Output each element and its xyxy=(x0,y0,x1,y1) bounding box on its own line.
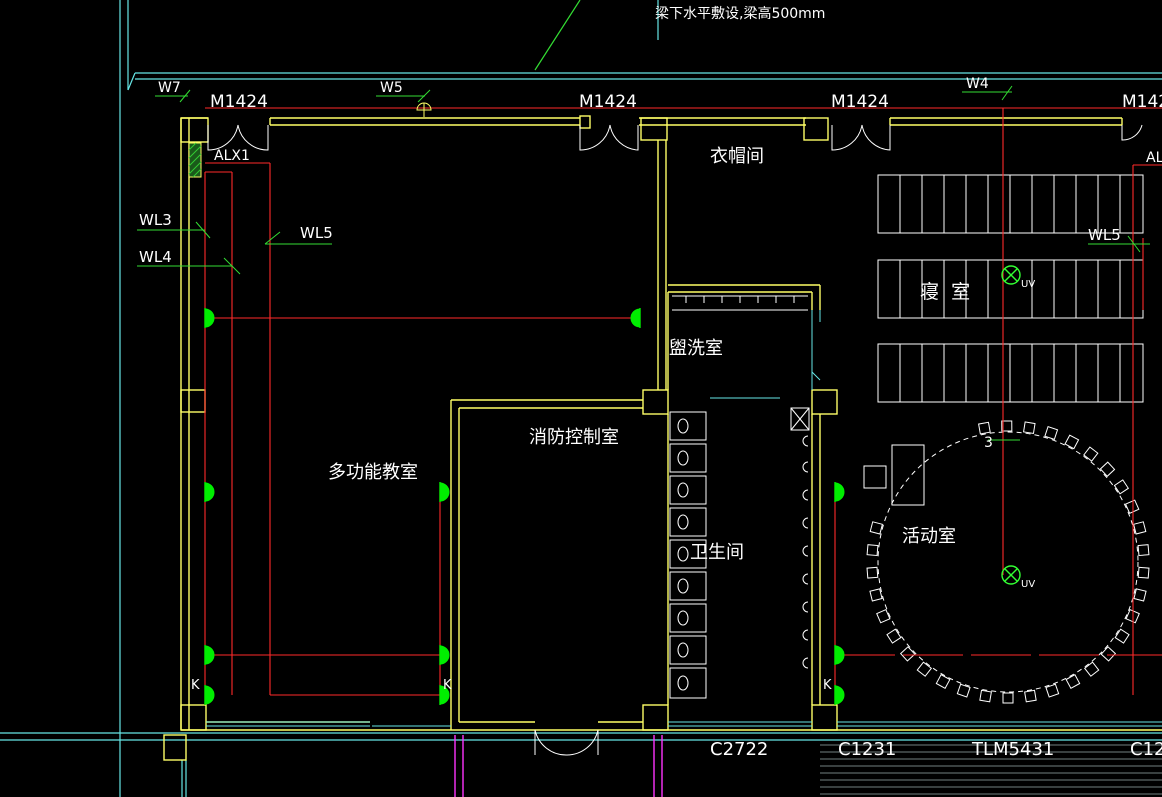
wall-lamp-icon xyxy=(204,482,215,502)
stool-icon xyxy=(1137,544,1150,557)
room-activity: 活动室 xyxy=(902,526,956,547)
stool-icon xyxy=(1114,628,1130,644)
circuit-count-3: 3 xyxy=(984,435,993,451)
stool-icon xyxy=(1125,608,1140,624)
circuit-wl5-right: WL5 xyxy=(1088,226,1121,244)
wall-lamp-icon xyxy=(439,685,450,705)
panel-alx1-label: ALX1 xyxy=(214,148,250,164)
magenta-outline xyxy=(454,735,663,797)
stool-icon xyxy=(1001,420,1013,432)
panel-hatch xyxy=(188,142,202,178)
circuit-w7: W7 xyxy=(158,80,181,96)
junction-w5 xyxy=(416,102,432,117)
stool-icon xyxy=(866,566,879,579)
stool-icon xyxy=(869,521,884,535)
room-washroom: 盥洗室 xyxy=(669,338,723,359)
stool-icon xyxy=(1133,588,1147,602)
door-label-3: M1424 xyxy=(831,92,889,112)
stool-icon xyxy=(886,628,902,644)
wall-lamp-icon xyxy=(439,482,450,502)
circuit-w5: W5 xyxy=(380,80,403,96)
wall-lamp-icon xyxy=(204,645,215,665)
stool-icon xyxy=(1023,421,1036,434)
stool-icon xyxy=(1044,426,1059,440)
stool-icon xyxy=(1045,683,1060,698)
stool-icon xyxy=(916,661,933,677)
stool-icon xyxy=(1064,434,1080,450)
activity-furniture xyxy=(863,444,925,506)
stool-icon xyxy=(876,608,891,624)
uv-label-2: UV xyxy=(1021,579,1035,590)
stool-icon xyxy=(1132,521,1147,535)
stool-icon xyxy=(869,588,883,602)
stool-icon xyxy=(1100,646,1117,662)
windows-glazing xyxy=(206,310,1162,727)
wall-lamp-icon xyxy=(204,685,215,705)
wall-lamp-icon xyxy=(439,645,450,665)
stool-icon xyxy=(935,674,951,689)
room-toilet: 卫生间 xyxy=(690,542,744,563)
wall-lamp-icon xyxy=(630,308,641,328)
stool-icon xyxy=(1065,674,1081,689)
note-leader xyxy=(534,0,581,71)
activity-stools xyxy=(866,420,1150,704)
switch-k-1: K xyxy=(191,678,200,693)
stool-icon xyxy=(1137,566,1150,579)
room-multifunction: 多功能教室 xyxy=(328,462,418,483)
stool-icon xyxy=(1099,461,1116,477)
stool-icon xyxy=(1124,499,1140,514)
switch-k-3: K xyxy=(823,678,832,693)
stool-icon xyxy=(1083,446,1099,462)
circuit-wl3: WL3 xyxy=(139,211,172,229)
wall-lamp-icon xyxy=(834,645,845,665)
stool-icon xyxy=(1113,479,1130,495)
activity-circle xyxy=(877,431,1139,693)
door-label-4: M142 xyxy=(1122,92,1162,112)
wiring xyxy=(204,107,1162,705)
window-c12: C12 xyxy=(1130,739,1162,760)
door-swings xyxy=(207,124,1143,756)
door-label-2: M1424 xyxy=(579,92,637,112)
window-c1231: C1231 xyxy=(838,739,896,760)
room-fire-control: 消防控制室 xyxy=(529,427,619,448)
stool-icon xyxy=(1002,692,1014,704)
uv-lamps xyxy=(1001,265,1021,585)
circuit-leaders xyxy=(137,85,1150,441)
wash-basins xyxy=(672,295,808,311)
wall-lamp-icon xyxy=(834,482,845,502)
window-tlm5431: TLM5431 xyxy=(971,739,1054,760)
door-label-1: M1424 xyxy=(210,92,268,112)
wall-fixtures xyxy=(204,308,845,705)
wall-lamp-icon xyxy=(204,308,215,328)
stool-icon xyxy=(1024,689,1037,703)
room-dormitory: 寝 室 xyxy=(920,281,970,303)
wall-lamp-icon xyxy=(834,685,845,705)
floor-hatch xyxy=(820,744,1162,795)
window-c2722: C2722 xyxy=(710,739,768,760)
toilet-stalls xyxy=(669,407,810,699)
switch-k-2: K xyxy=(443,678,452,693)
beds xyxy=(877,174,1144,403)
circuit-w4: W4 xyxy=(966,76,989,92)
circuit-wl4: WL4 xyxy=(139,248,172,266)
stool-icon xyxy=(979,689,992,703)
panel-al-label: AL xyxy=(1146,150,1162,166)
note-text: 梁下水平敷设,梁高500mm xyxy=(655,5,825,22)
room-cloakroom: 衣帽间 xyxy=(710,146,764,167)
stool-icon xyxy=(956,683,971,698)
stool-icon xyxy=(899,646,916,662)
stool-icon xyxy=(1083,661,1100,677)
stool-icon xyxy=(866,544,879,557)
stool-icon xyxy=(978,421,991,435)
circuit-wl5-left: WL5 xyxy=(300,224,333,242)
uv-label-1: UV xyxy=(1021,279,1035,290)
